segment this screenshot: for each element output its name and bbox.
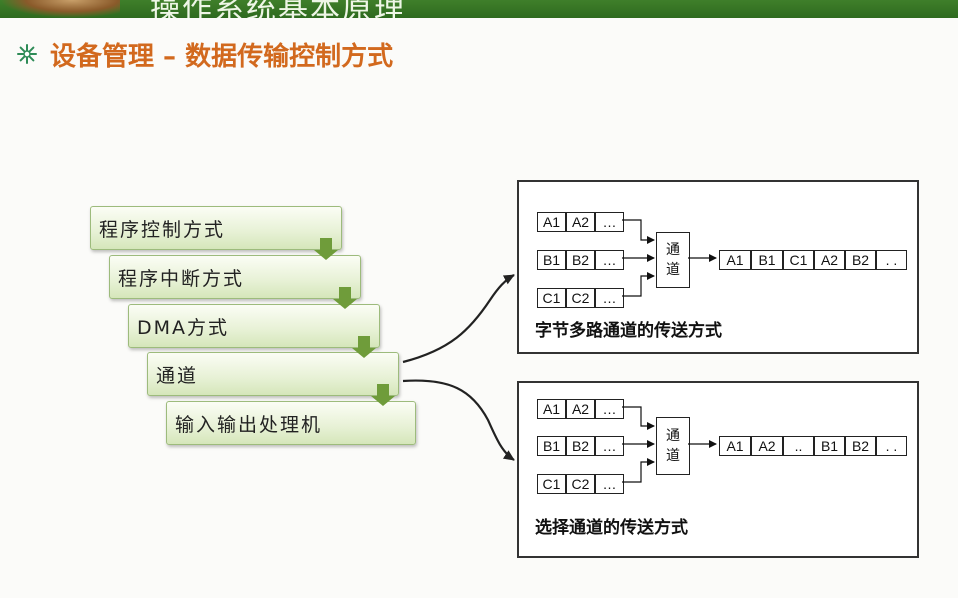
bm-out-b2: B2 [845, 250, 876, 270]
bm-out-a1: A1 [719, 250, 751, 270]
sc-cell-a1: A1 [537, 399, 566, 419]
slide-heading: 设备管理 – 数据传输控制方式 [16, 36, 393, 72]
sc-channel-char-2: 道 [666, 448, 680, 464]
bm-cell-a-more: … [595, 212, 624, 232]
bm-cell-a1: A1 [537, 212, 566, 232]
sc-cell-b1: B1 [537, 436, 566, 456]
sc-cell-b2: B2 [566, 436, 595, 456]
sc-out-b1: B1 [814, 436, 845, 456]
step-dma: DMA方式 [128, 304, 380, 348]
sc-channel-box: 通 道 [656, 417, 690, 475]
bm-routing-lines [622, 219, 717, 297]
bm-channel-char-1: 通 [666, 242, 680, 258]
byte-multiplexor-panel: A1 A2 … B1 B2 … C1 C2 … 通 道 A1 B1 C1 A2 … [517, 180, 919, 354]
curved-pointer-arrows [402, 274, 515, 461]
sc-cell-b-more: … [595, 436, 624, 456]
bm-cell-a2: A2 [566, 212, 595, 232]
bm-out-a2: A2 [814, 250, 845, 270]
sc-cell-a2: A2 [566, 399, 595, 419]
slide-heading-text: 设备管理 – 数据传输控制方式 [50, 41, 394, 72]
course-title: 操作系统基本原理 [150, 0, 406, 18]
bm-cell-c-more: … [595, 288, 624, 308]
bm-out-c1: C1 [783, 250, 814, 270]
bm-cell-b-more: … [595, 250, 624, 270]
bm-cell-c2: C2 [566, 288, 595, 308]
sc-out-more: . . [876, 436, 907, 456]
title-bar: 操作系统基本原理 [0, 0, 958, 18]
sc-out-a2: A2 [751, 436, 783, 456]
bm-cell-b1: B1 [537, 250, 566, 270]
step-interrupt: 程序中断方式 [109, 255, 361, 299]
sc-cell-c-more: … [595, 474, 624, 494]
sc-out-b2: B2 [845, 436, 876, 456]
sc-cell-c2: C2 [566, 474, 595, 494]
sc-cell-a-more: … [595, 399, 624, 419]
bm-out-more: . . [876, 250, 907, 270]
step-program-control: 程序控制方式 [90, 206, 342, 250]
sc-routing-lines [622, 406, 717, 483]
snowflake-bullet-icon [16, 43, 38, 65]
sc-channel-char-1: 通 [666, 428, 680, 444]
sc-cell-c1: C1 [537, 474, 566, 494]
bm-cell-c1: C1 [537, 288, 566, 308]
bm-channel-char-2: 道 [666, 262, 680, 278]
sc-out-gap: .. [783, 436, 814, 456]
selector-channel-panel: A1 A2 … B1 B2 … C1 C2 … 通 道 A1 A2 .. B1 … [517, 381, 919, 558]
step-channel: 通道 [147, 352, 399, 396]
bm-channel-box: 通 道 [656, 232, 690, 288]
bm-caption: 字节多路通道的传送方式 [535, 321, 722, 341]
sc-out-a1: A1 [719, 436, 751, 456]
bm-cell-b2: B2 [566, 250, 595, 270]
sc-caption: 选择通道的传送方式 [535, 518, 688, 538]
logo-swoosh [0, 0, 120, 18]
step-io-processor: 输入输出处理机 [166, 401, 416, 445]
bm-out-b1: B1 [751, 250, 783, 270]
